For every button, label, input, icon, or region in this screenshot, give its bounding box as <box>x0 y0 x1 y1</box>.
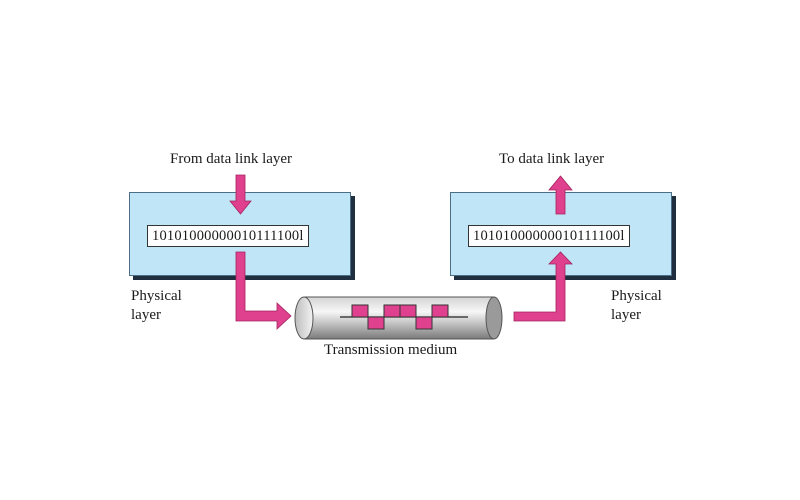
sender-bit-stream: 10101000000010111100l <box>147 225 309 247</box>
transmission-medium-cable <box>294 296 503 340</box>
receiver-layer-label-line1: Physical <box>611 288 662 304</box>
receiver-bit-stream: 10101000000010111100l <box>468 225 630 247</box>
elbow-arrow-to-medium-icon <box>235 251 292 330</box>
elbow-arrow-to-receiver-icon <box>513 251 573 322</box>
digital-signal-waveform <box>340 304 468 330</box>
sender-physical-layer-box: 10101000000010111100l <box>129 192 351 276</box>
sender-layer-label-line2: layer <box>131 307 161 323</box>
sender-layer-label-line1: Physical <box>131 288 182 304</box>
up-arrow-icon <box>548 175 573 215</box>
receiver-output-label: To data link layer <box>499 151 605 167</box>
down-arrow-icon <box>229 174 252 215</box>
medium-label: Transmission medium <box>324 342 458 358</box>
receiver-layer-label-line2: layer <box>611 307 641 323</box>
sender-input-label: From data link layer <box>170 151 293 167</box>
